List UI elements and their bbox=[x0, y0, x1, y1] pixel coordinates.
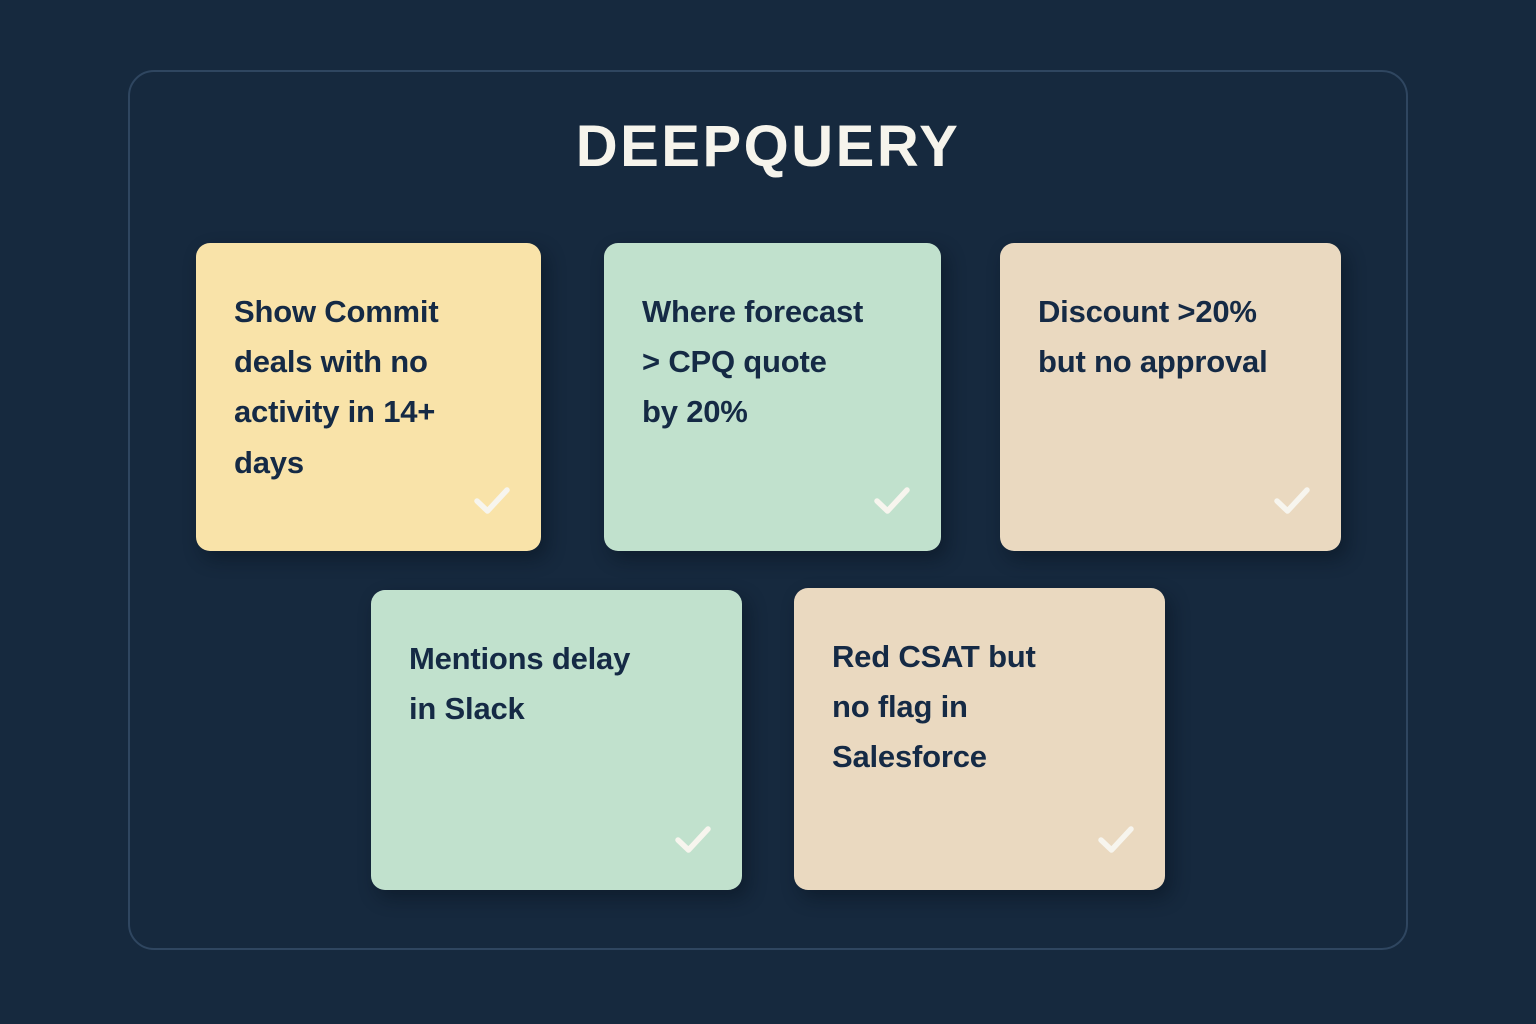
check-icon bbox=[1093, 816, 1139, 862]
check-icon bbox=[869, 477, 915, 523]
query-card-text: Discount >20% but no approval bbox=[1038, 294, 1268, 380]
query-card-red-csat[interactable]: Red CSAT but no flag in Salesforce bbox=[794, 588, 1165, 890]
check-icon bbox=[469, 477, 515, 523]
query-card-text: Where forecast > CPQ quote by 20% bbox=[642, 294, 864, 430]
query-card-text: Mentions delay in Slack bbox=[409, 641, 631, 727]
query-card-discount-approval[interactable]: Discount >20% but no approval bbox=[1000, 243, 1341, 551]
query-card-commit-deals[interactable]: Show Commit deals with no activity in 14… bbox=[196, 243, 541, 551]
check-icon bbox=[670, 816, 716, 862]
query-card-text: Red CSAT but no flag in Salesforce bbox=[832, 639, 1036, 775]
page-title: DEEPQUERY bbox=[575, 114, 961, 179]
query-card-mentions-delay[interactable]: Mentions delay in Slack bbox=[371, 590, 742, 890]
check-icon bbox=[1269, 477, 1315, 523]
query-card-text: Show Commit deals with no activity in 14… bbox=[234, 294, 439, 480]
content-frame bbox=[128, 70, 1408, 950]
query-card-forecast-cpq[interactable]: Where forecast > CPQ quote by 20% bbox=[604, 243, 941, 551]
